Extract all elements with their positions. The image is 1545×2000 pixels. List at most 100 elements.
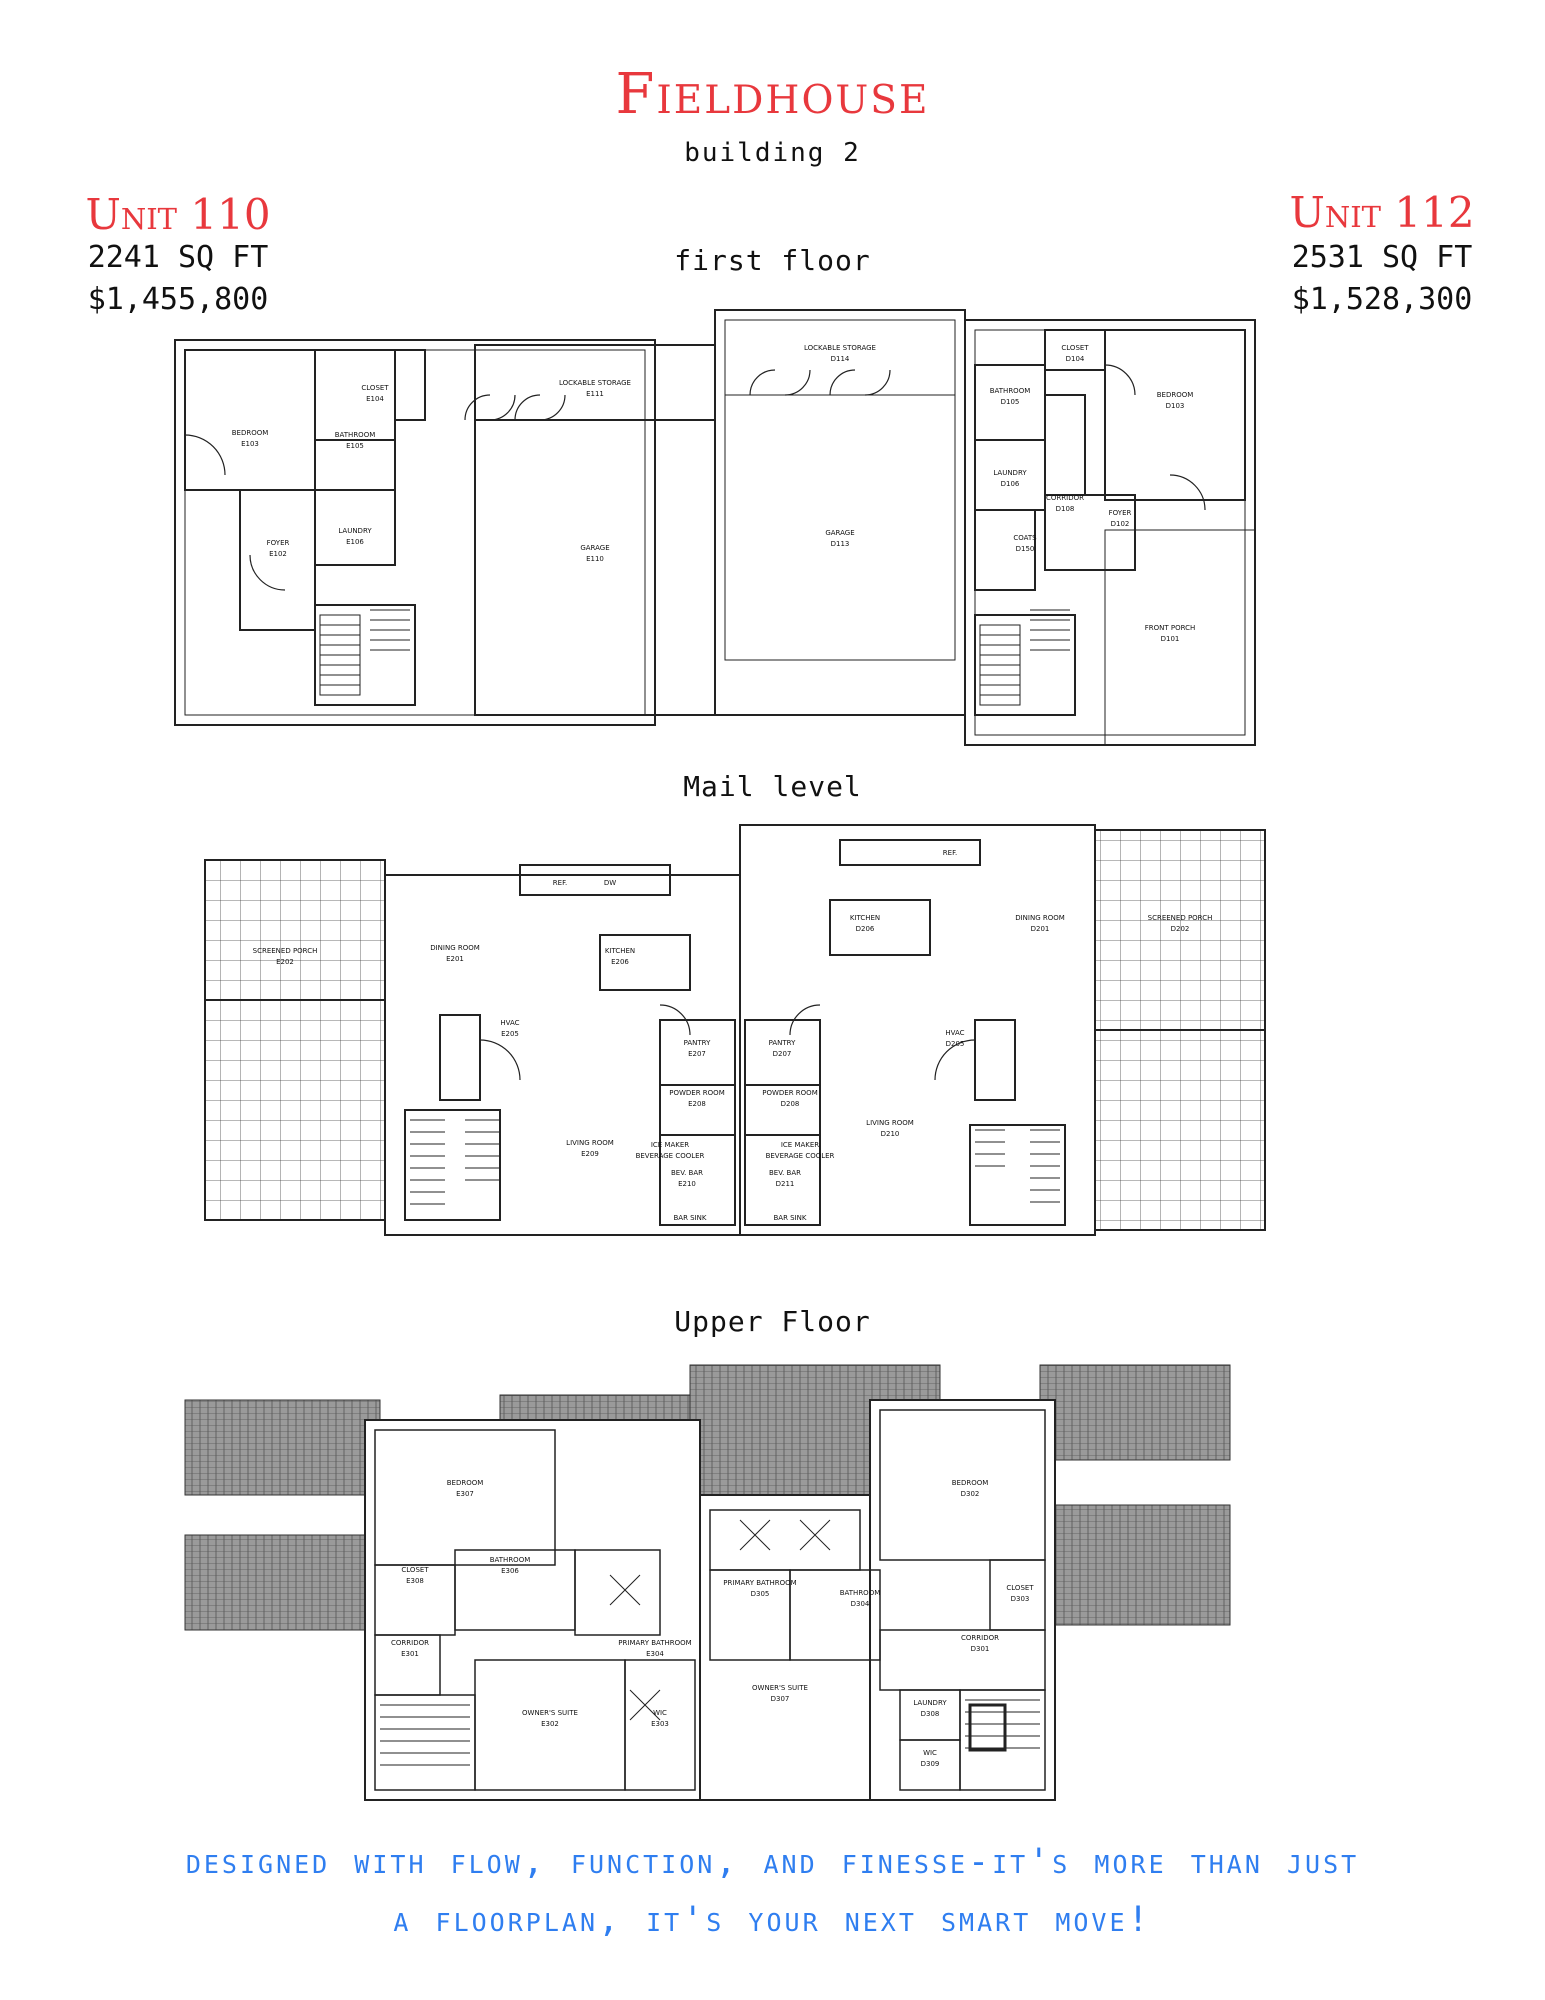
svg-text:WIC: WIC: [653, 1709, 667, 1717]
unit-right-area: 2531 SQ FT: [1291, 240, 1473, 275]
svg-text:D308: D308: [921, 1710, 940, 1718]
svg-text:PRIMARY BATHROOM: PRIMARY BATHROOM: [618, 1639, 691, 1647]
svg-text:D205: D205: [946, 1040, 965, 1048]
svg-text:BATHROOM: BATHROOM: [840, 1589, 881, 1597]
svg-text:FRONT PORCH: FRONT PORCH: [1145, 624, 1196, 632]
svg-text:CORRIDOR: CORRIDOR: [1046, 494, 1084, 502]
svg-text:D114: D114: [831, 355, 850, 363]
svg-text:D301: D301: [971, 1645, 990, 1653]
svg-text:BEVERAGE COOLER: BEVERAGE COOLER: [766, 1152, 835, 1160]
svg-text:OWNER'S SUITE: OWNER'S SUITE: [752, 1684, 808, 1692]
svg-text:POWDER ROOM: POWDER ROOM: [762, 1089, 817, 1097]
svg-text:REF.: REF.: [943, 849, 957, 857]
svg-text:E210: E210: [678, 1180, 696, 1188]
svg-text:CORRIDOR: CORRIDOR: [391, 1639, 429, 1647]
svg-text:E209: E209: [581, 1150, 599, 1158]
svg-text:E201: E201: [446, 955, 464, 963]
svg-text:E102: E102: [269, 550, 287, 558]
svg-text:DW: DW: [604, 879, 616, 887]
svg-text:D202: D202: [1171, 925, 1190, 933]
tagline-line-1: designed with flow, function, and finess…: [185, 1842, 1360, 1882]
svg-text:PANTRY: PANTRY: [684, 1039, 711, 1047]
svg-text:BEDROOM: BEDROOM: [1157, 391, 1194, 399]
svg-text:KITCHEN: KITCHEN: [605, 947, 635, 955]
svg-text:D303: D303: [1011, 1595, 1030, 1603]
svg-text:REF.: REF.: [553, 879, 567, 887]
svg-text:D108: D108: [1056, 505, 1075, 513]
tagline: designed with flow, function, and finess…: [0, 1835, 1545, 1947]
svg-text:WIC: WIC: [923, 1749, 937, 1757]
svg-text:ICE MAKER: ICE MAKER: [781, 1141, 819, 1149]
svg-text:GARAGE: GARAGE: [825, 529, 854, 537]
svg-text:BAR SINK: BAR SINK: [773, 1214, 806, 1222]
svg-text:E206: E206: [611, 958, 629, 966]
room-label: BEDROOM: [232, 429, 269, 437]
svg-text:D208: D208: [781, 1100, 800, 1108]
svg-text:D206: D206: [856, 925, 875, 933]
unit-right-name: Unit 112: [1289, 188, 1475, 237]
unit-left-name: Unit 110: [85, 190, 271, 239]
svg-text:DINING ROOM: DINING ROOM: [1015, 914, 1065, 922]
svg-text:SCREENED PORCH: SCREENED PORCH: [1148, 914, 1213, 922]
svg-text:BEVERAGE COOLER: BEVERAGE COOLER: [636, 1152, 705, 1160]
svg-text:D101: D101: [1161, 635, 1180, 643]
svg-text:E103: E103: [241, 440, 259, 448]
svg-text:BEDROOM: BEDROOM: [952, 1479, 989, 1487]
svg-text:D113: D113: [831, 540, 850, 548]
svg-text:POWDER ROOM: POWDER ROOM: [669, 1089, 724, 1097]
svg-text:E208: E208: [688, 1100, 706, 1108]
svg-text:BEV. BAR: BEV. BAR: [671, 1169, 703, 1177]
svg-text:GARAGE: GARAGE: [580, 544, 609, 552]
svg-text:E207: E207: [688, 1050, 706, 1058]
section-upper-floor-label: Upper Floor: [674, 1305, 871, 1338]
svg-text:BAR SINK: BAR SINK: [673, 1214, 706, 1222]
svg-text:D304: D304: [851, 1600, 870, 1608]
svg-text:D302: D302: [961, 1490, 980, 1498]
unit-right-price: $1,528,300: [1291, 282, 1473, 317]
svg-text:BATHROOM: BATHROOM: [490, 1556, 531, 1564]
svg-text:HVAC: HVAC: [500, 1019, 519, 1027]
svg-text:E205: E205: [501, 1030, 519, 1038]
svg-text:D102: D102: [1111, 520, 1130, 528]
svg-text:CLOSET: CLOSET: [1061, 344, 1089, 352]
svg-text:BATHROOM: BATHROOM: [335, 431, 376, 439]
svg-text:LIVING ROOM: LIVING ROOM: [566, 1139, 614, 1147]
svg-text:CLOSET: CLOSET: [401, 1566, 429, 1574]
svg-text:D201: D201: [1031, 925, 1050, 933]
svg-text:E111: E111: [586, 390, 604, 398]
svg-text:LAUNDRY: LAUNDRY: [913, 1699, 947, 1707]
svg-text:E306: E306: [501, 1567, 519, 1575]
svg-text:D211: D211: [776, 1180, 795, 1188]
svg-text:E307: E307: [456, 1490, 474, 1498]
page-title: Fieldhouse: [615, 62, 930, 127]
svg-text:E110: E110: [586, 555, 604, 563]
svg-text:D150: D150: [1016, 545, 1035, 553]
upper-floor-plan: BEDROOM E307 CLOSET E308 BATHROOM E306 CORR…: [184, 1364, 1231, 1801]
svg-text:D305: D305: [751, 1590, 770, 1598]
svg-text:LAUNDRY: LAUNDRY: [338, 527, 372, 535]
svg-text:E304: E304: [646, 1650, 664, 1658]
svg-text:E308: E308: [406, 1577, 424, 1585]
svg-text:OWNER'S SUITE: OWNER'S SUITE: [522, 1709, 578, 1717]
section-first-floor-label: first floor: [674, 244, 871, 277]
svg-text:D103: D103: [1166, 402, 1185, 410]
svg-text:BEDROOM: BEDROOM: [447, 1479, 484, 1487]
svg-text:SCREENED PORCH: SCREENED PORCH: [253, 947, 318, 955]
svg-text:D309: D309: [921, 1760, 940, 1768]
svg-text:LAUNDRY: LAUNDRY: [993, 469, 1027, 477]
svg-text:E301: E301: [401, 1650, 419, 1658]
svg-text:E202: E202: [276, 958, 294, 966]
svg-text:FOYER: FOYER: [267, 539, 290, 547]
svg-text:LOCKABLE STORAGE: LOCKABLE STORAGE: [804, 344, 876, 352]
svg-text:ICE MAKER: ICE MAKER: [651, 1141, 689, 1149]
svg-text:D210: D210: [881, 1130, 900, 1138]
svg-text:LIVING ROOM: LIVING ROOM: [866, 1119, 914, 1127]
svg-text:KITCHEN: KITCHEN: [850, 914, 880, 922]
svg-text:DINING ROOM: DINING ROOM: [430, 944, 480, 952]
unit-left-price: $1,455,800: [87, 282, 269, 317]
svg-text:HVAC: HVAC: [945, 1029, 964, 1037]
svg-text:E106: E106: [346, 538, 364, 546]
svg-text:CORRIDOR: CORRIDOR: [961, 1634, 999, 1642]
svg-text:BATHROOM: BATHROOM: [990, 387, 1031, 395]
